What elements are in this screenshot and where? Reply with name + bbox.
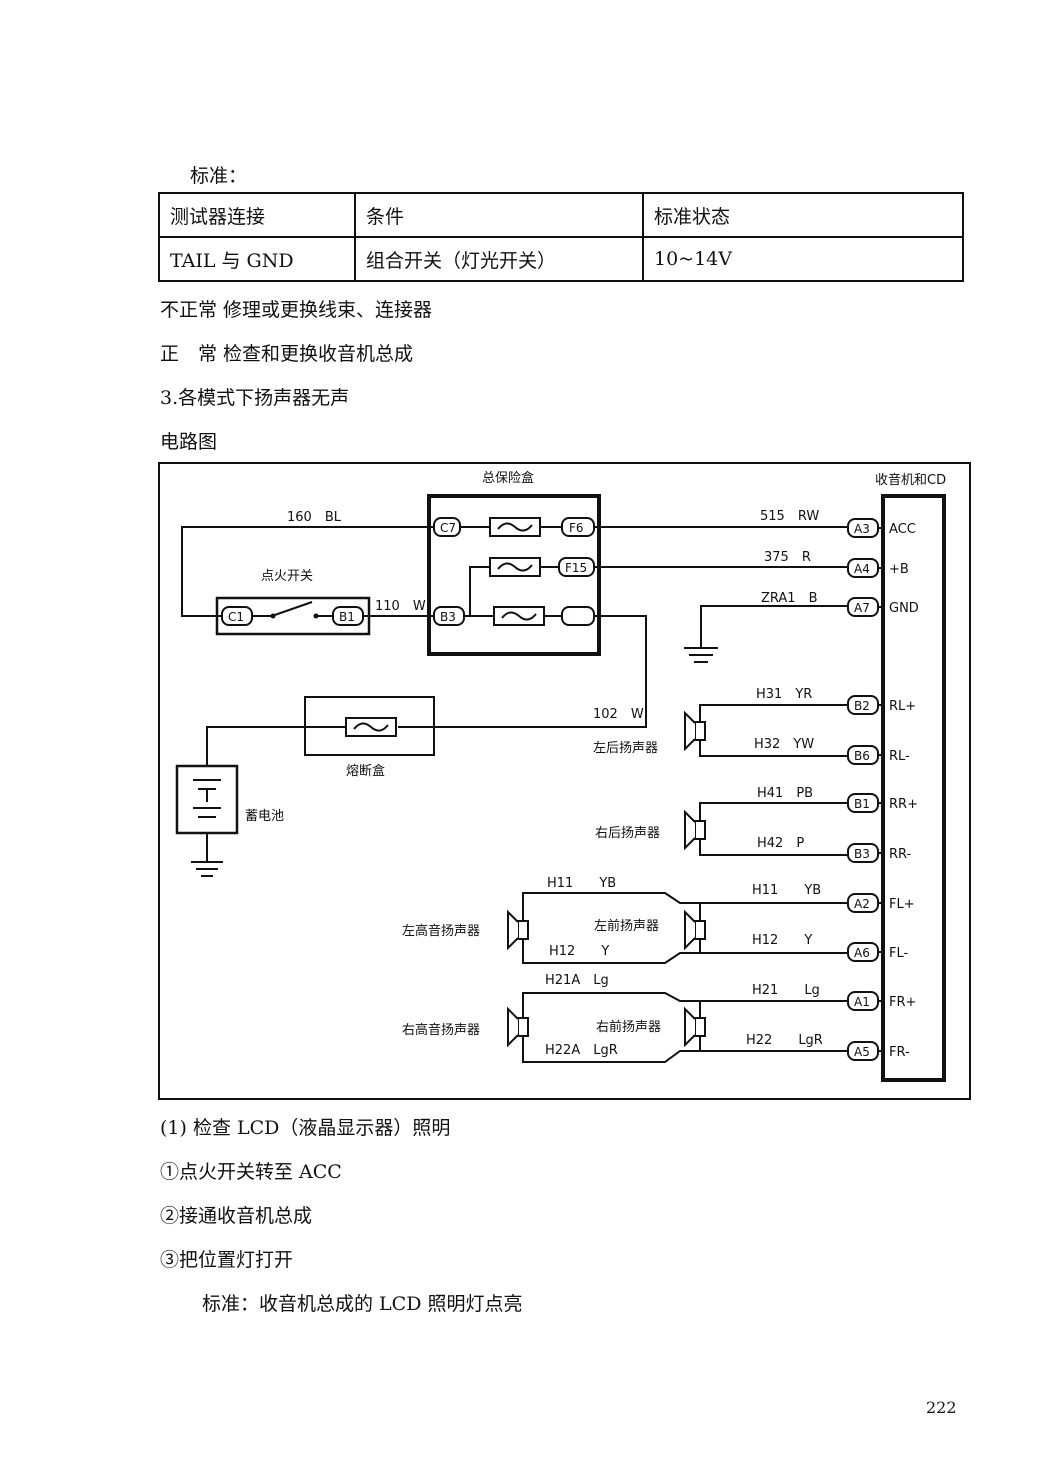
- fuse-box-label: 总保险盒: [482, 470, 534, 486]
- table-header-row: 测试器连接 条件 标准状态: [158, 192, 964, 238]
- radio-signal-label: RL+: [889, 699, 916, 714]
- fuse-box-connectors: C7 F6 F15 B3: [433, 517, 595, 626]
- fuse-icon: [489, 517, 541, 537]
- pin-label: B1: [339, 610, 355, 624]
- radio-unit-label: 收音机和CD: [875, 472, 946, 488]
- ignition-label: 点火开关: [261, 569, 313, 584]
- wire-label: H42 P: [757, 836, 804, 851]
- step-standard: 标准：收音机总成的 LCD 照明灯点亮: [202, 1293, 523, 1315]
- radio-signal-label: FL+: [889, 897, 915, 912]
- battery-label: 蓄电池: [245, 809, 284, 824]
- speaker-icon: [507, 911, 529, 949]
- speaker-label: 左后扬声器: [593, 741, 658, 756]
- wire-label: H21 Lg: [752, 983, 820, 998]
- wire-label: H22 LgR: [746, 1033, 823, 1048]
- radio-signal-label: RL-: [889, 749, 910, 764]
- wire-label: H22A LgR: [545, 1043, 618, 1058]
- wire-label: 102 W: [593, 707, 644, 722]
- step-check-lcd: (1) 检查 LCD（液晶显示器）照明: [160, 1117, 451, 1139]
- wire-label: H32 YW: [754, 737, 814, 752]
- wire-label: H21A Lg: [545, 973, 609, 988]
- radio-signal-label: +B: [889, 562, 909, 577]
- table-header-cell: 条件: [354, 192, 644, 238]
- radio-signal-label: GND: [889, 601, 919, 616]
- radio-signal-label: RR+: [889, 797, 918, 812]
- step-connect-radio: ②接通收音机总成: [160, 1205, 313, 1227]
- table-cell: TAIL 与 GND: [158, 236, 356, 282]
- speaker-icon: [684, 712, 706, 750]
- section-title: 3.各模式下扬声器无声: [160, 387, 350, 409]
- radio-signal-label: RR-: [889, 847, 912, 862]
- radio-pin-label: A3: [854, 522, 870, 536]
- radio-pin-label: B2: [854, 699, 870, 713]
- radio-pin-label: A4: [854, 562, 870, 576]
- fuse-icon: [489, 557, 541, 577]
- wire-label: H41 PB: [757, 786, 813, 801]
- fuse-icon: [493, 606, 545, 626]
- page-number: 222: [926, 1398, 957, 1417]
- table-header-cell: 测试器连接: [158, 192, 356, 238]
- fusible-label: 熔断盒: [346, 763, 385, 779]
- speaker-label: 左高音扬声器: [402, 923, 480, 939]
- wire-label: 110 W: [375, 599, 426, 614]
- wire-label: H11 YB: [547, 876, 616, 891]
- diagram-frame: [158, 462, 971, 1100]
- speaker-icon: [507, 1008, 529, 1046]
- wire-label: H12 Y: [549, 944, 609, 959]
- standard-table: 测试器连接 条件 标准状态 TAIL 与 GND 组合开关（灯光开关） 10~1…: [158, 192, 964, 282]
- speaker-label: 右高音扬声器: [402, 1022, 480, 1038]
- speaker-icon: [684, 811, 706, 849]
- speaker-label: 左前扬声器: [594, 918, 659, 934]
- radio-pin-label: A2: [854, 897, 870, 911]
- speaker-label: 右前扬声器: [596, 1019, 661, 1035]
- pin-label: B3: [440, 610, 456, 624]
- radio-signal-label: FR-: [889, 1045, 910, 1060]
- wire-label: 160 BL: [287, 510, 342, 525]
- table-header-cell: 标准状态: [642, 192, 964, 238]
- wire-label: H11 YB: [752, 883, 821, 898]
- table-cell: 10~14V: [642, 236, 964, 282]
- speaker-label: 右后扬声器: [595, 826, 660, 841]
- abnormal-line: 不正常 修理或更换线束、连接器: [160, 299, 433, 321]
- wire-label: 375 R: [764, 550, 811, 565]
- wire-label: H31 YR: [756, 687, 812, 702]
- speaker-icon: [684, 911, 706, 949]
- wire-label: ZRA1 B: [761, 591, 818, 606]
- radio-pin-label: A6: [854, 946, 870, 960]
- pin-label: F6: [569, 521, 584, 535]
- radio-pin-label: A5: [854, 1045, 870, 1059]
- radio-connectors: A3 ACC A4 +B A7 GND B2 RL+ B6 RL- B1 RR+ B3 RR- A2 FL+ A…: [847, 518, 919, 1061]
- radio-pin-label: A7: [854, 601, 870, 615]
- step-position-light: ③把位置灯打开: [160, 1249, 294, 1271]
- pin-label: F15: [565, 561, 587, 575]
- circuit-label: 电路图: [160, 431, 218, 453]
- radio-pin-label: B1: [854, 797, 870, 811]
- speaker-icon: [684, 1008, 706, 1046]
- step-ignition-acc: ①点火开关转至 ACC: [160, 1161, 342, 1183]
- wire-label: 515 RW: [760, 509, 819, 524]
- fuse-icon: [345, 717, 397, 737]
- standard-heading: 标准：: [190, 165, 248, 187]
- pin-label: C1: [228, 610, 244, 624]
- radio-pin-label: B3: [854, 847, 870, 861]
- radio-signal-label: ACC: [889, 522, 916, 537]
- pin-label: C7: [440, 521, 456, 535]
- radio-pin-label: B6: [854, 749, 870, 763]
- radio-pin-label: A1: [854, 995, 870, 1009]
- table-row: TAIL 与 GND 组合开关（灯光开关） 10~14V: [158, 236, 964, 282]
- fuse-box: [427, 494, 601, 656]
- radio-signal-label: FR+: [889, 995, 916, 1010]
- normal-line: 正 常 检查和更换收音机总成: [160, 343, 414, 365]
- radio-unit: [881, 494, 946, 1082]
- wire-label: H12 Y: [752, 933, 812, 948]
- radio-signal-label: FL-: [889, 946, 908, 961]
- table-cell: 组合开关（灯光开关）: [354, 236, 644, 282]
